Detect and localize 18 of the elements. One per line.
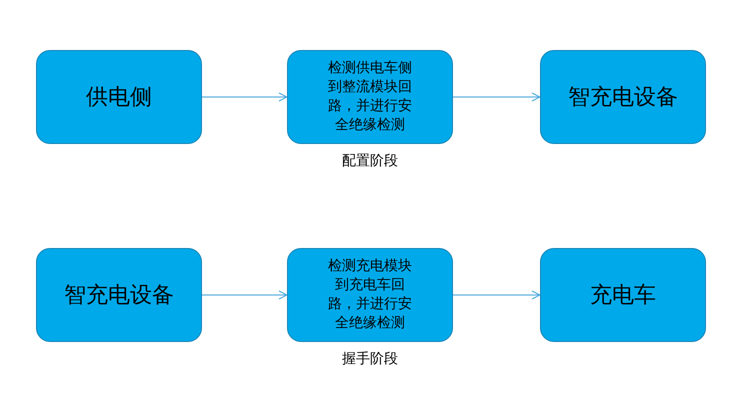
- box-label: 供电侧: [86, 84, 152, 112]
- process-box: [540, 248, 706, 342]
- process-box: [36, 248, 202, 342]
- arrow: [452, 92, 540, 102]
- stage-label: 握手阶段: [342, 350, 398, 368]
- process-box: [36, 50, 202, 144]
- box-label: 智充电设备: [568, 84, 678, 112]
- process-box: [287, 50, 453, 144]
- box-label: 充电车: [590, 282, 656, 310]
- box-label: 检测充电模块到充电车回路，并进行安全绝缘检测: [327, 257, 413, 333]
- arrow: [452, 290, 540, 300]
- process-box: [287, 248, 453, 342]
- arrow: [202, 290, 288, 300]
- arrow: [202, 92, 288, 102]
- process-box: [540, 50, 706, 144]
- stage-label: 配置阶段: [342, 152, 398, 170]
- box-label: 智充电设备: [64, 282, 174, 310]
- box-label: 检测供电车侧到整流模块回路，并进行安全绝缘检测: [327, 59, 413, 135]
